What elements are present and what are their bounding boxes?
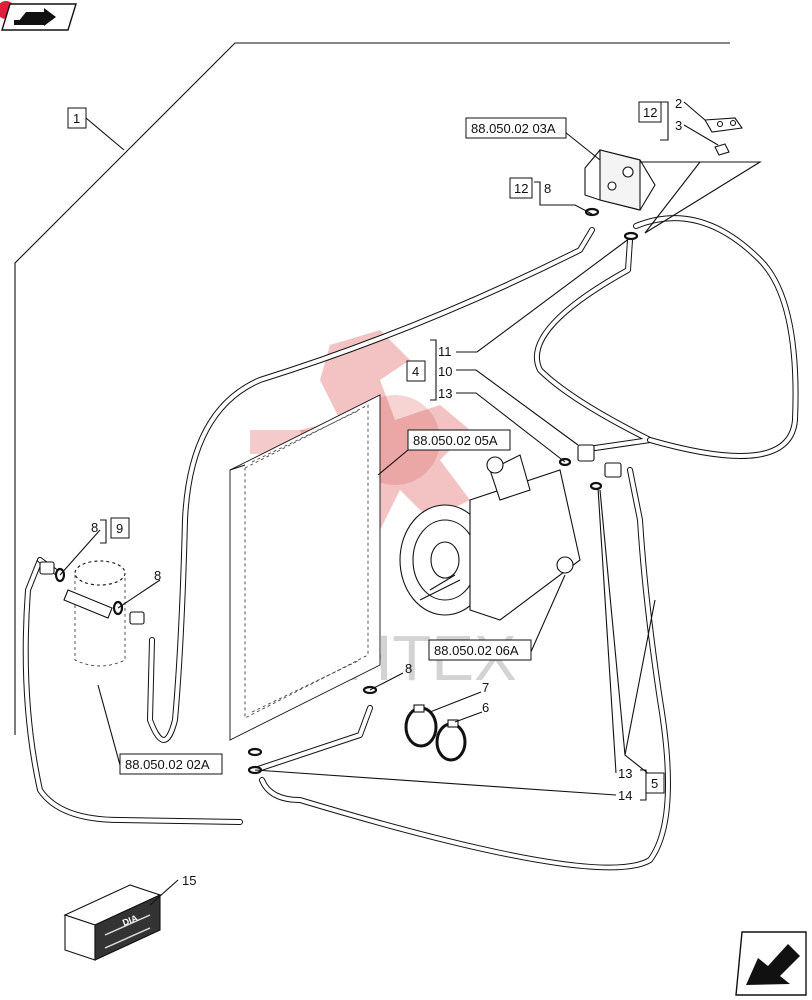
bracket-clip — [704, 117, 743, 133]
hose-clamp-7 — [404, 704, 438, 748]
item-label-8-bottom[interactable]: 8 — [405, 661, 412, 676]
condenser — [229, 394, 381, 741]
svg-text:88.050.02 05A: 88.050.02 05A — [413, 433, 498, 448]
item-label-8-top[interactable]: 8 — [544, 181, 551, 196]
o-rings — [39, 207, 639, 775]
svg-text:4: 4 — [412, 364, 419, 379]
group-label-12-mid[interactable]: 12 — [509, 177, 533, 199]
item-label-11[interactable]: 11 — [438, 344, 452, 359]
item-label-3[interactable]: 3 — [675, 118, 682, 133]
svg-text:88.050.02 06A: 88.050.02 06A — [434, 643, 519, 658]
compressor — [399, 454, 581, 621]
ref-label-06A[interactable]: 88.050.02 06A — [428, 639, 532, 661]
group-label-1[interactable]: 1 — [67, 107, 87, 129]
item-label-8-drier[interactable]: 8 — [154, 568, 161, 583]
book-arrow-icon[interactable] — [0, 1, 77, 31]
svg-text:12: 12 — [643, 105, 657, 120]
nut — [714, 143, 730, 156]
svg-text:5: 5 — [651, 776, 658, 791]
expansion-valve — [584, 149, 656, 211]
group-label-9[interactable]: 9 — [110, 517, 130, 539]
svg-text:88.050.02 02A: 88.050.02 02A — [125, 757, 210, 772]
hose-clamp-6 — [435, 719, 467, 762]
item-label-15[interactable]: 15 — [182, 873, 196, 888]
group-label-12-top[interactable]: 12 — [638, 101, 662, 123]
item-label-13-a[interactable]: 13 — [438, 386, 452, 401]
svg-text:9: 9 — [116, 521, 123, 536]
ref-label-02A[interactable]: 88.050.02 02A — [119, 753, 223, 775]
group-label-4[interactable]: 4 — [406, 360, 426, 382]
item-label-2[interactable]: 2 — [675, 96, 682, 111]
svg-text:12: 12 — [514, 181, 528, 196]
item-label-7[interactable]: 7 — [482, 680, 489, 695]
kit-box: DIA — [63, 884, 162, 961]
item-label-6[interactable]: 6 — [482, 700, 489, 715]
ref-label-03A[interactable]: 88.050.02 03A — [465, 117, 567, 139]
item-label-8-left[interactable]: 8 — [91, 520, 98, 535]
svg-text:1: 1 — [73, 111, 80, 126]
item-label-10[interactable]: 10 — [438, 364, 452, 379]
receiver-drier — [63, 560, 126, 667]
svg-text:88.050.02 03A: 88.050.02 03A — [471, 121, 556, 136]
group1-frame — [14, 42, 730, 735]
item-label-14[interactable]: 14 — [618, 788, 632, 803]
group-label-5[interactable]: 5 — [645, 772, 665, 794]
next-page-arrow-icon[interactable] — [735, 931, 807, 996]
item-label-13-b[interactable]: 13 — [618, 766, 632, 781]
ref-label-05A[interactable]: 88.050.02 05A — [407, 429, 511, 451]
